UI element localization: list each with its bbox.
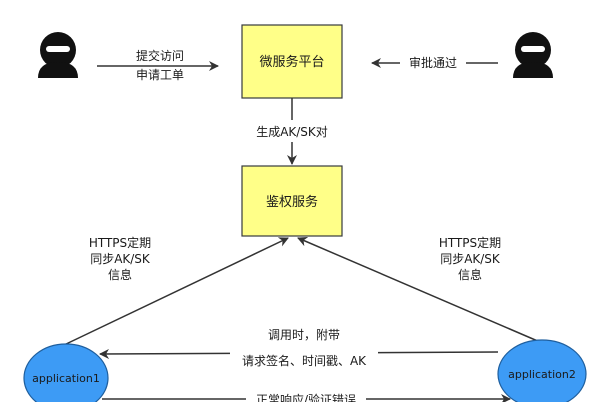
- requester-user-icon: [38, 32, 78, 78]
- call-label-line1: 调用时，附带: [268, 328, 340, 342]
- call-label-bg: [230, 324, 378, 368]
- sync-left-arrow: [63, 237, 289, 346]
- auth-service-box: [241, 165, 343, 237]
- submit-request-label-line2: 申请工单: [136, 68, 184, 82]
- platform-label: 微服务平台: [259, 54, 324, 70]
- response-label-bg: [246, 392, 366, 402]
- response-label: 正常响应/验证错误: [256, 392, 356, 402]
- application2-label: application2: [508, 368, 576, 381]
- platform-box: [241, 24, 343, 99]
- sync-right-label-line2: 同步AK/SK: [440, 252, 501, 266]
- approver-user-icon: [513, 32, 553, 78]
- sync-right-arrow: [297, 236, 541, 343]
- submit-request-label-line1: 提交访问: [136, 48, 184, 63]
- sync-left-label-line2: 同步AK/SK: [90, 252, 151, 266]
- application1-node: [23, 343, 109, 402]
- approve-label: 审批通过: [409, 55, 457, 70]
- auth-service-label: 鉴权服务: [266, 194, 318, 210]
- generate-keys-label: 生成AK/SK对: [256, 125, 328, 139]
- sync-left-label-line1: HTTPS定期: [89, 235, 151, 250]
- call-label-line2: 请求签名、时间戳、AK: [242, 353, 367, 368]
- application2-node: [497, 339, 587, 402]
- sync-left-label-line3: 信息: [108, 267, 132, 282]
- sync-right-label-line3: 信息: [458, 267, 482, 282]
- sync-right-label-line1: HTTPS定期: [439, 235, 501, 250]
- application1-label: application1: [32, 372, 100, 385]
